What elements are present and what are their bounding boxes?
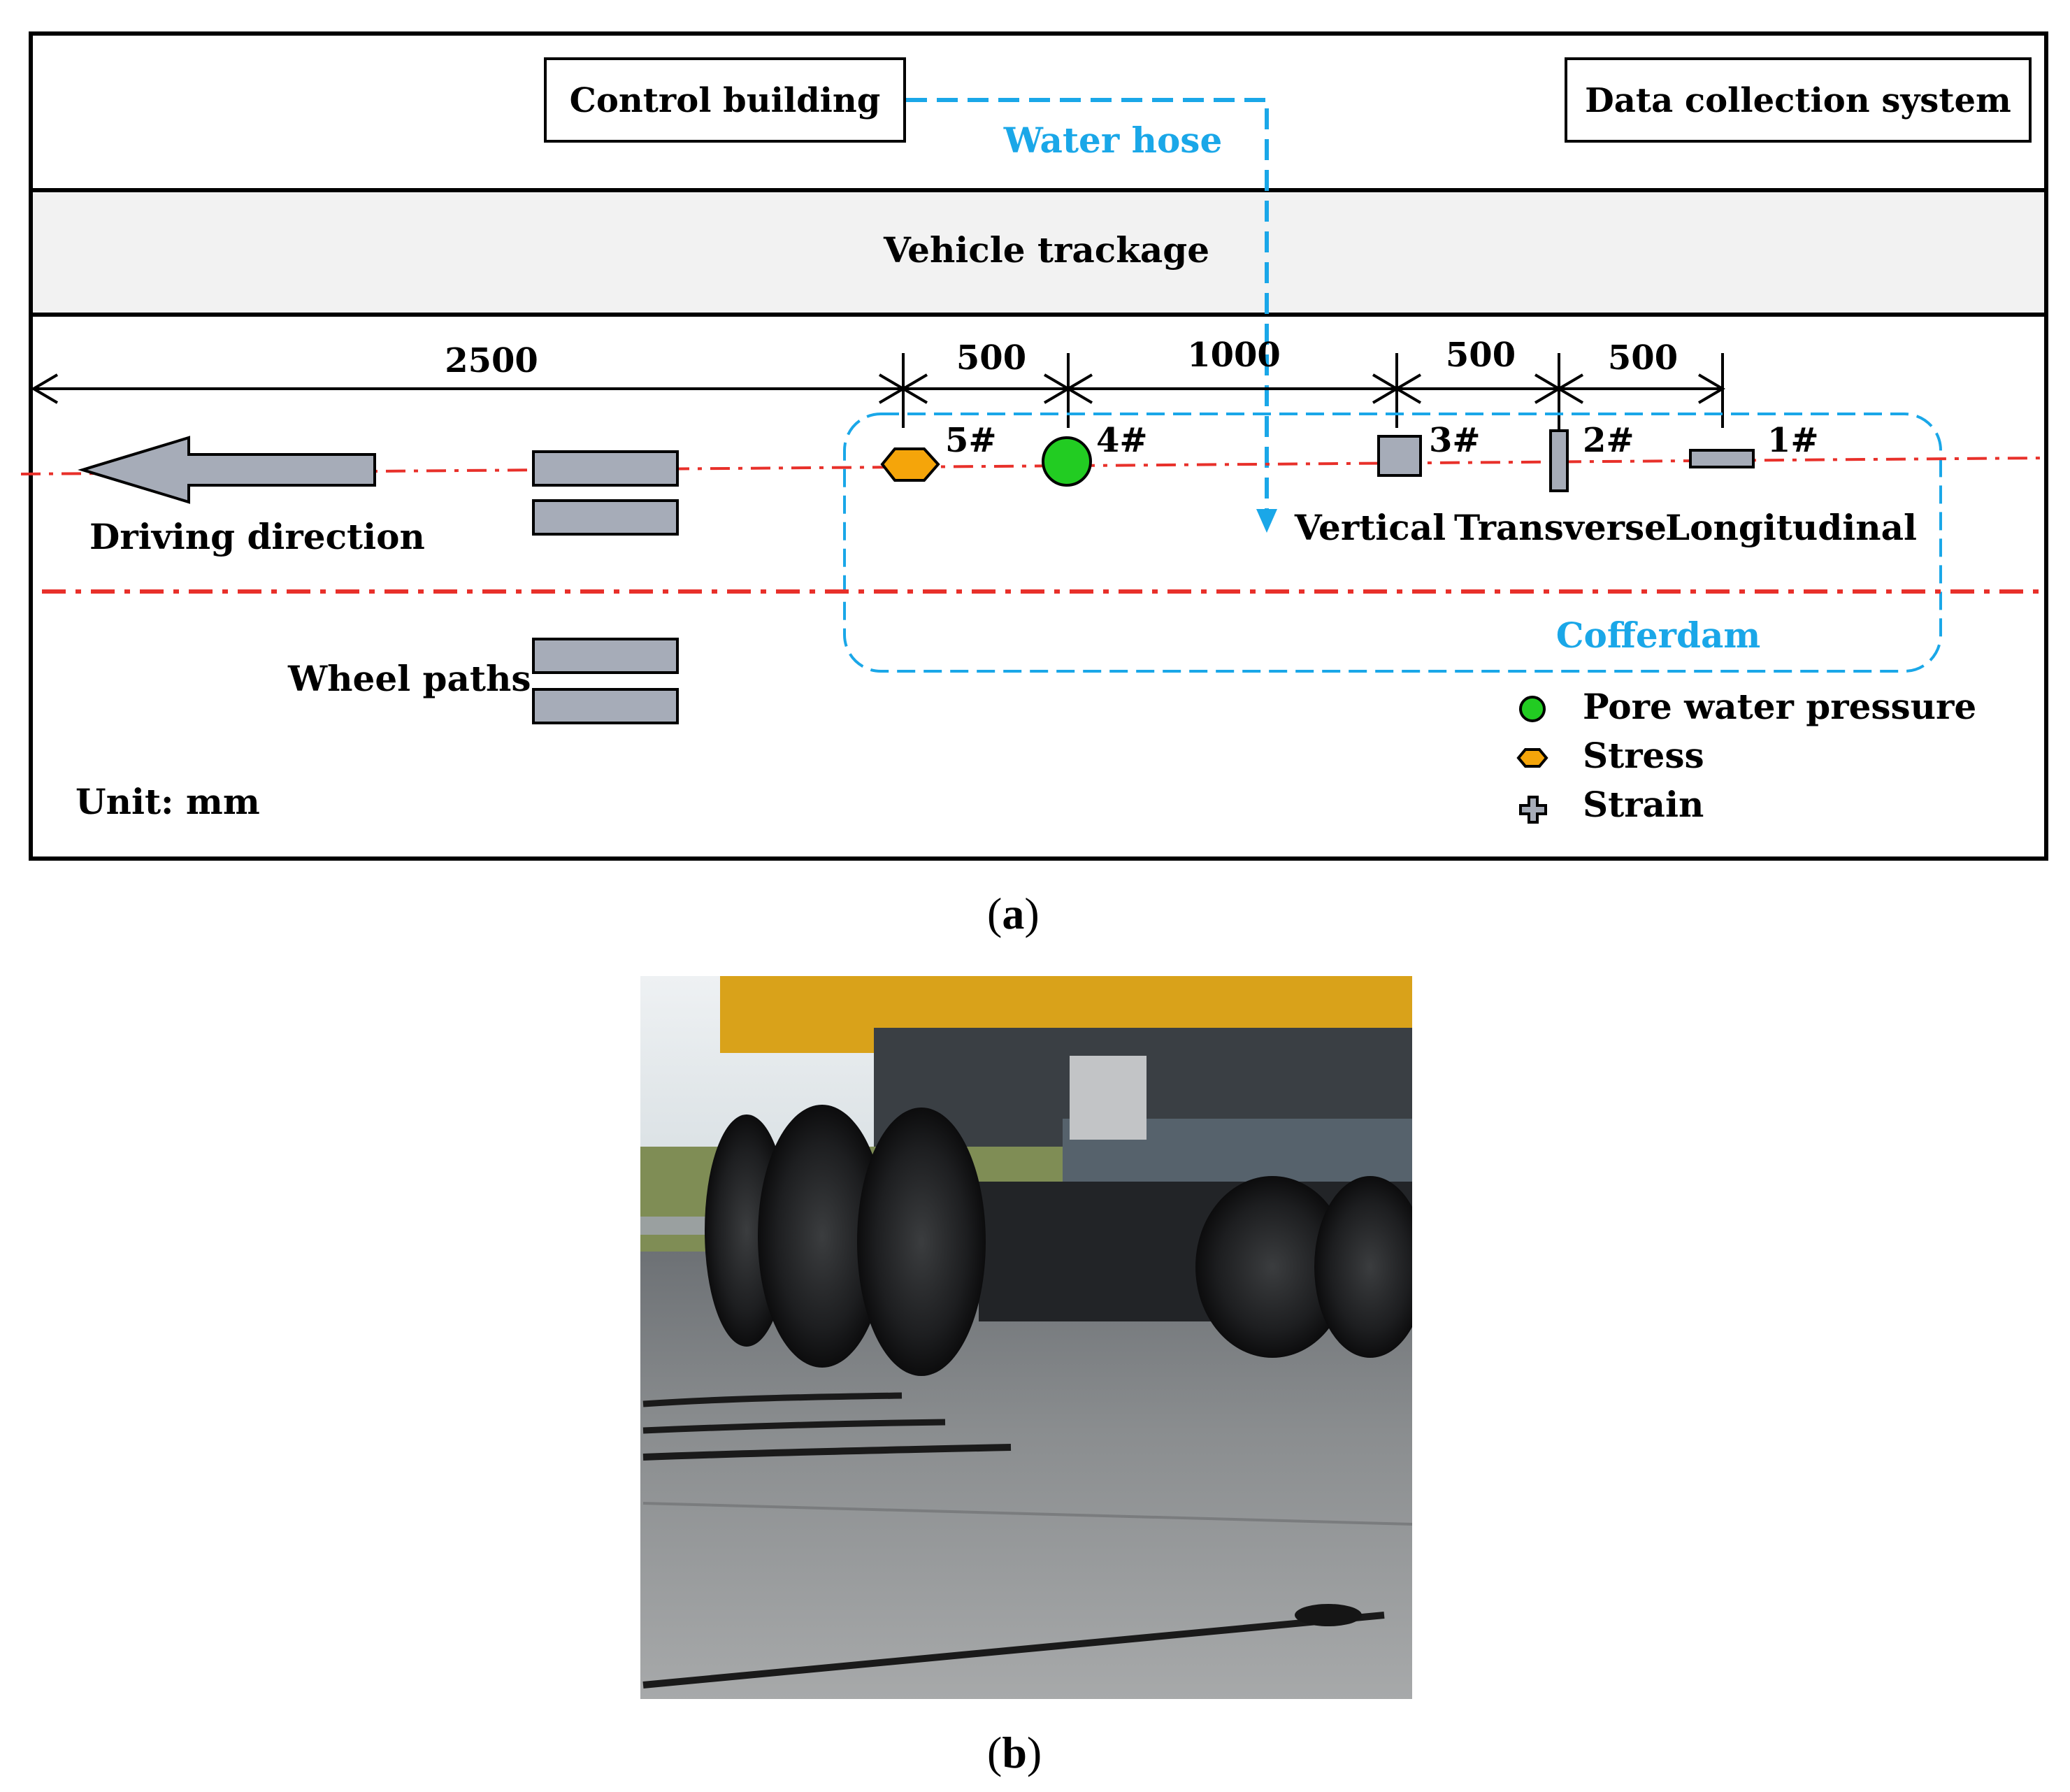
legend-stress-icon — [1516, 748, 1548, 768]
driving-direction-arrow — [78, 436, 376, 504]
photo-rear-tire-right — [1195, 1176, 1349, 1358]
sensor-1-longitudinal-strain — [1689, 449, 1755, 468]
photo-sealant-patch — [1295, 1604, 1362, 1626]
photo-crack-2 — [642, 1419, 946, 1434]
sensor-3-label: 3# — [1429, 421, 1481, 460]
photo-crack-4 — [642, 1612, 1385, 1689]
vehicle-trackage-label: Vehicle trackage — [883, 229, 1209, 271]
sensor-3-vertical-strain — [1377, 435, 1422, 477]
sensor-4-pore-pressure-circle — [1042, 436, 1092, 487]
water-hose-arrowhead — [1256, 509, 1277, 533]
photo-crack-1 — [642, 1392, 903, 1407]
wheel-path-rect-1 — [532, 450, 679, 487]
sensor-5-stress-hexagon — [880, 447, 940, 482]
data-collection-box — [1565, 57, 2032, 143]
transverse-label: Transverse — [1454, 507, 1667, 548]
photo-joint-line — [642, 1502, 1412, 1526]
wheel-paths-label: Wheel paths — [287, 658, 531, 699]
caption-a: (a) — [987, 889, 1040, 938]
driving-direction-label: Driving direction — [89, 516, 425, 557]
photo-crack-3 — [642, 1444, 1012, 1461]
dim-500-b: 500 — [1446, 336, 1516, 375]
outer-frame — [29, 31, 2048, 861]
photo-bracket — [1070, 1056, 1147, 1140]
dimension-chain — [31, 353, 1725, 444]
wheel-path-rect-4 — [532, 688, 679, 724]
legend-strain-label: Strain — [1583, 784, 1704, 825]
legend-pore-label: Pore water pressure — [1583, 686, 1976, 727]
dim-500-a: 500 — [956, 338, 1026, 378]
wheel-path-rect-3 — [532, 638, 679, 674]
control-building-label: Control building — [570, 81, 881, 120]
photo-rear-tire-far — [1314, 1176, 1412, 1358]
wheel-path-rect-2 — [532, 499, 679, 536]
photo-tire-front — [857, 1108, 986, 1376]
vehicle-trackage-band — [33, 192, 2044, 314]
cofferdam-outline — [843, 413, 1942, 673]
vertical-label: Vertical — [1294, 507, 1446, 548]
dim-500-c: 500 — [1608, 338, 1678, 378]
sensor-2-label: 2# — [1583, 421, 1634, 460]
longitudinal-label: Longitudinal — [1665, 507, 1917, 548]
sensor-4-label: 4# — [1096, 421, 1148, 460]
dim-2500: 2500 — [445, 341, 538, 380]
caption-b: (b) — [987, 1728, 1042, 1777]
dim-1000: 1000 — [1187, 336, 1281, 375]
cofferdam-label: Cofferdam — [1556, 615, 1761, 656]
data-collection-label: Data collection system — [1585, 81, 2011, 120]
legend-strain-plus-icon — [1519, 796, 1547, 824]
legend-stress-label: Stress — [1583, 735, 1704, 776]
sensor-5-label: 5# — [945, 421, 997, 460]
test-section-schematic: Control building Data collection system … — [20, 31, 2048, 861]
photo-tire-middle — [758, 1105, 886, 1368]
water-hose-label: Water hose — [1003, 120, 1223, 161]
control-building-box — [544, 57, 906, 143]
sensor-2-transverse-strain — [1549, 429, 1569, 492]
legend-pore-icon — [1519, 696, 1546, 722]
sensor-1-label: 1# — [1767, 421, 1819, 460]
unit-label: Unit: mm — [76, 781, 260, 822]
